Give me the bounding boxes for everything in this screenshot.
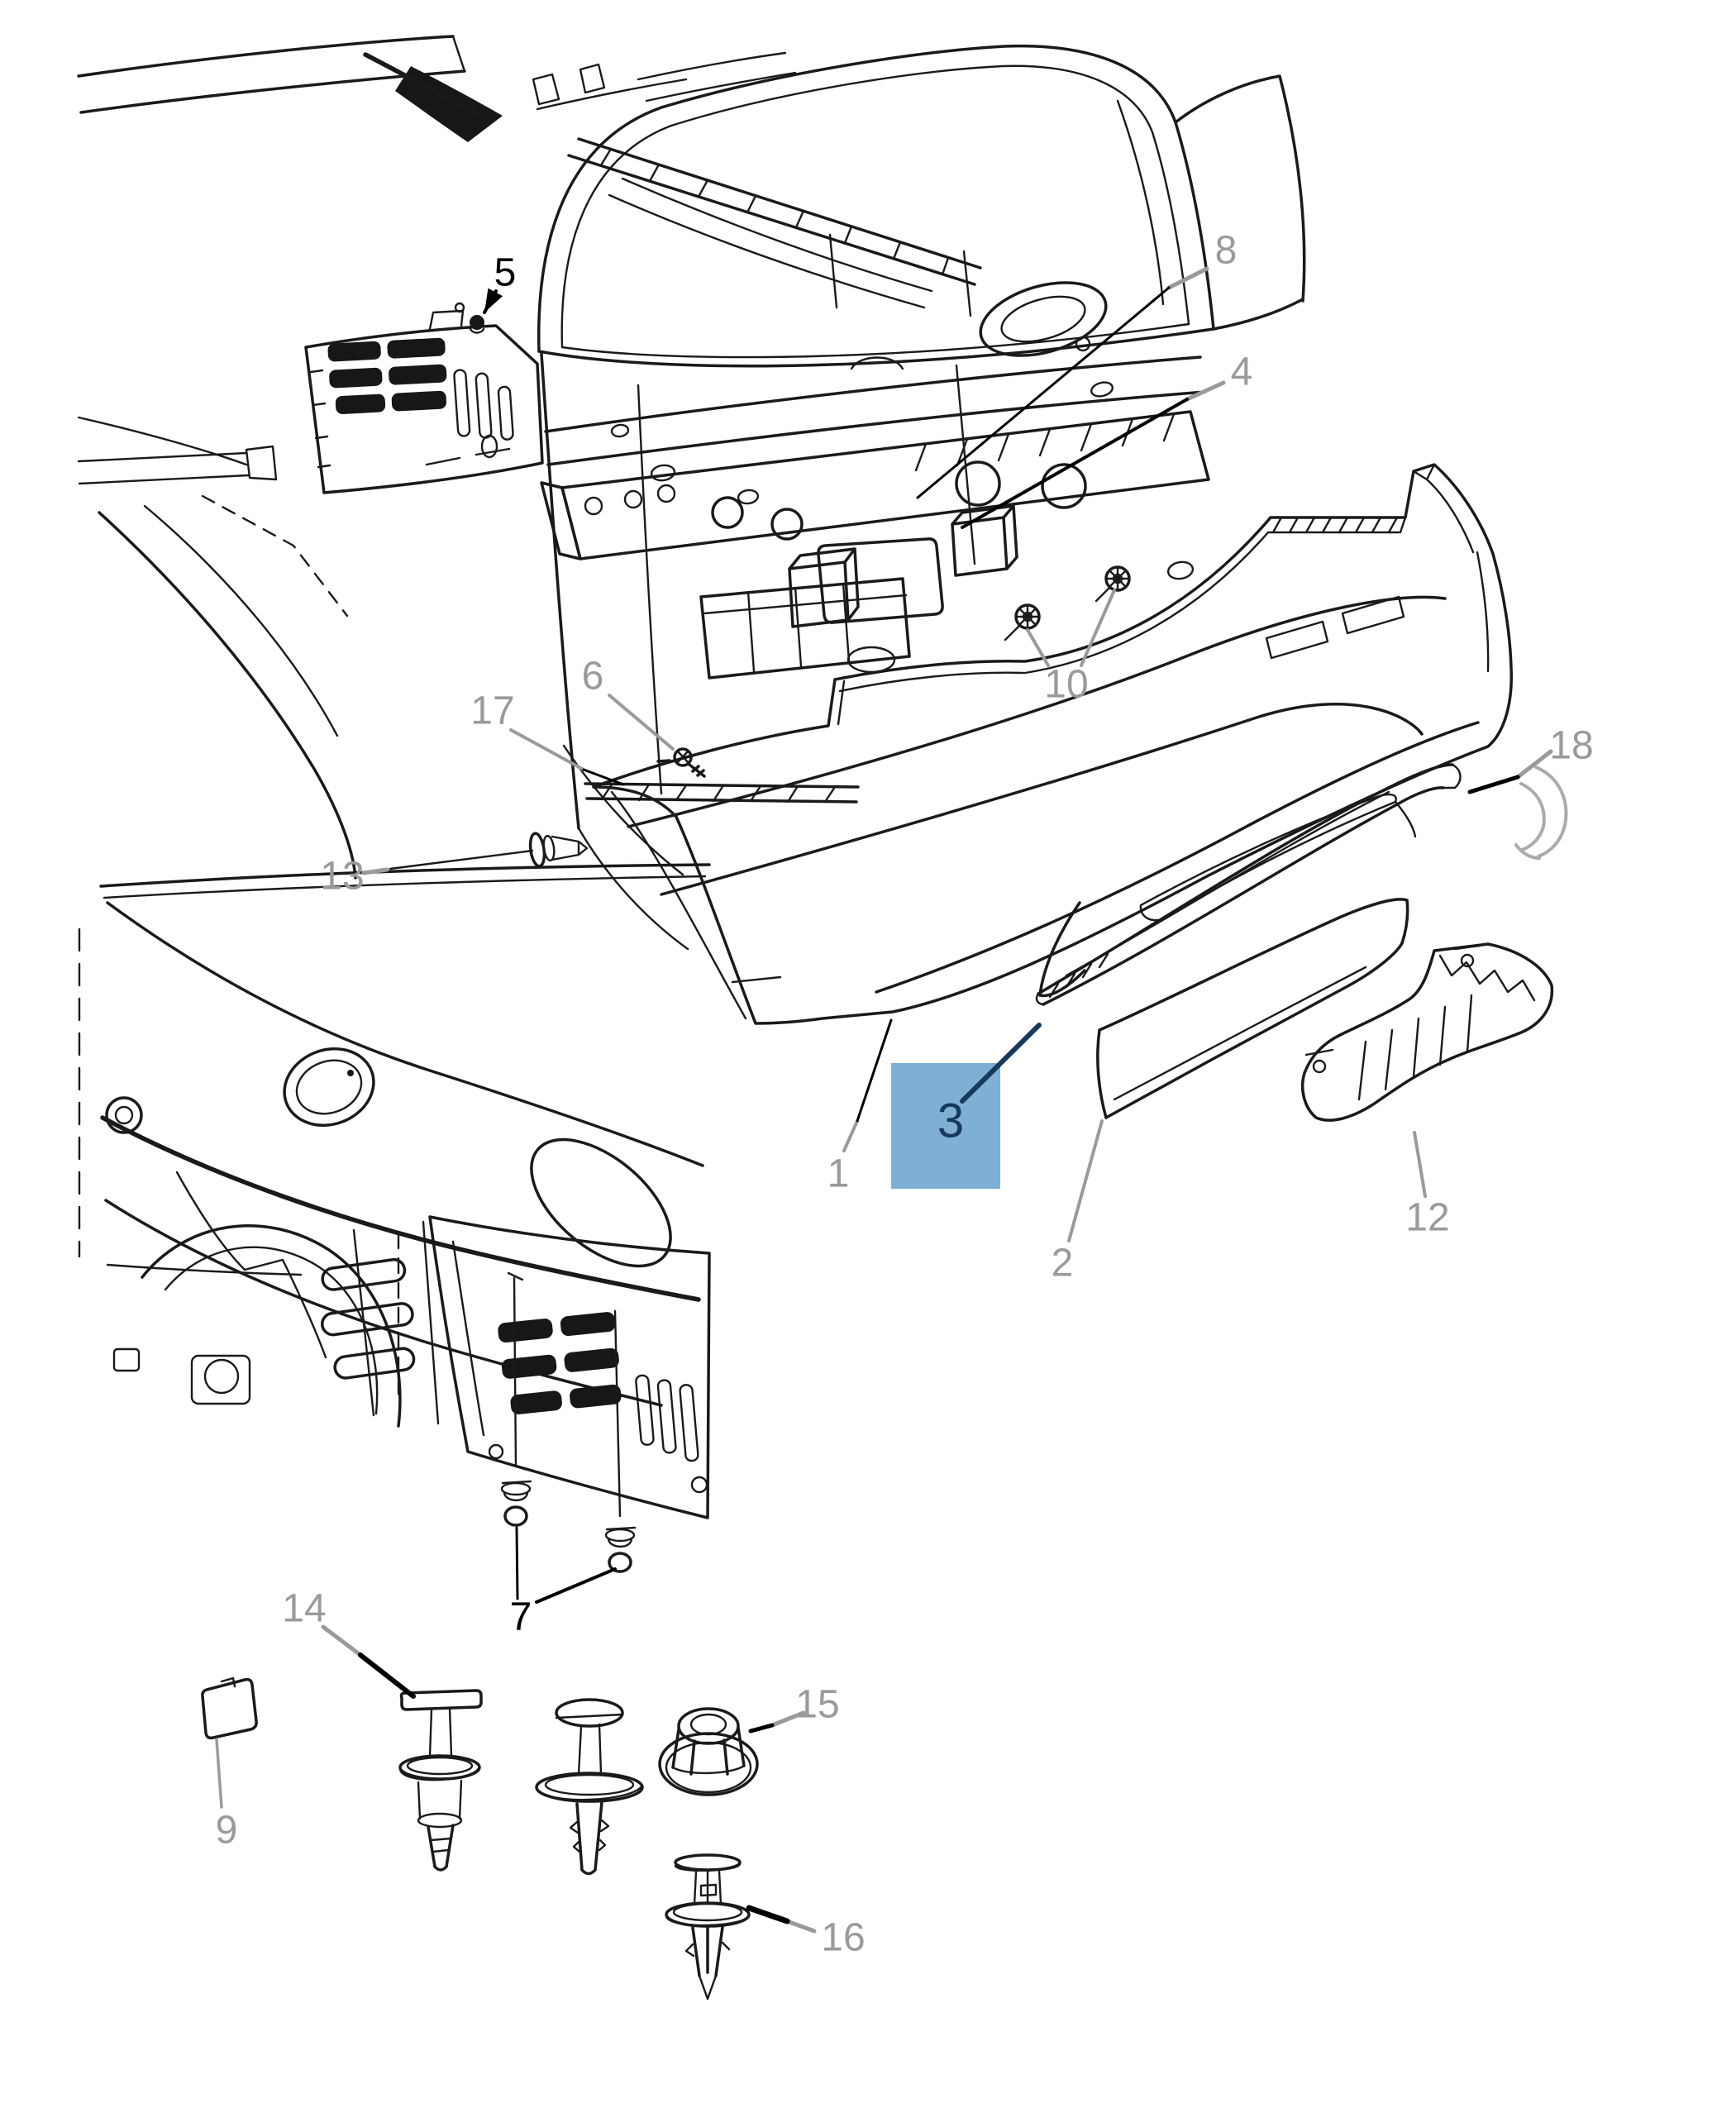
leader-line <box>1413 1131 1427 1198</box>
push-pin-a <box>500 1480 532 1527</box>
callout-number-2: 2 <box>1052 1242 1074 1285</box>
callout-14[interactable]: 14 <box>282 1587 416 1699</box>
leader-line <box>1185 380 1226 402</box>
callout-7[interactable]: 7 <box>510 1526 617 1639</box>
push-clip-14a-drawing <box>398 1689 483 1872</box>
callout-4[interactable]: 4 <box>961 351 1253 529</box>
step-pad-strip-drawing <box>1035 763 1462 1006</box>
screws-10-drawing <box>1004 565 1131 641</box>
leader-line <box>321 1624 363 1657</box>
callout-number-12: 12 <box>1405 1196 1449 1240</box>
callout-17[interactable]: 17 <box>470 689 625 786</box>
leader-line <box>916 286 1171 499</box>
callout-number-10: 10 <box>1044 663 1088 707</box>
callout-number-17: 17 <box>470 689 514 733</box>
callout-10[interactable]: 10 <box>1026 589 1116 707</box>
push-pin-b <box>604 1526 637 1573</box>
callout-13[interactable]: 13 <box>320 855 389 899</box>
quarter-panel-view-drawing <box>78 863 711 1573</box>
callout-number-14: 14 <box>282 1587 326 1631</box>
callout-number-1: 1 <box>827 1152 850 1196</box>
callout-6[interactable]: 6 <box>582 655 675 751</box>
flange-nut-15-drawing <box>658 1707 759 1796</box>
clip-5-stud <box>469 315 485 334</box>
leader-line <box>1467 775 1520 794</box>
callout-number-8: 8 <box>1215 229 1238 273</box>
absorber-bracket-drawing <box>1300 942 1554 1122</box>
leader-line <box>842 1119 859 1152</box>
leader-line <box>770 1710 806 1728</box>
screw-6-drawing <box>656 747 706 778</box>
leader-line <box>1080 589 1116 667</box>
lower-valance-drawing <box>1096 898 1409 1119</box>
rivet-13-drawing <box>389 832 589 870</box>
clip-hole-dot <box>454 302 465 313</box>
rear-fascia-drawing <box>584 463 1513 1025</box>
leader-arrowhead <box>484 288 503 312</box>
leader-line <box>960 1023 1042 1104</box>
callout-number-6: 6 <box>582 655 604 699</box>
callout-number-15: 15 <box>795 1683 839 1727</box>
callout-number-9: 9 <box>216 1809 238 1853</box>
leader-line <box>582 768 625 786</box>
bumper-impact-bar-drawing <box>540 410 1210 680</box>
callout-15[interactable]: 15 <box>748 1683 840 1734</box>
callout-number-4: 4 <box>1231 351 1253 394</box>
callout-number-18: 18 <box>1549 724 1593 768</box>
leader-line <box>535 1567 617 1604</box>
leader-line <box>509 728 585 771</box>
callout-5[interactable]: 5 <box>477 251 516 317</box>
callout-3[interactable]: 3 <box>891 1023 1042 1189</box>
push-rivet-16-drawing <box>665 1853 751 2001</box>
leader-line <box>358 1653 416 1699</box>
leader-line <box>1067 1119 1104 1242</box>
pillar-vent-shield-drawing <box>304 302 544 494</box>
callout-18[interactable]: 18 <box>1467 724 1594 794</box>
callout-16[interactable]: 16 <box>746 1905 866 1960</box>
leader-line <box>361 867 389 875</box>
callout-1[interactable]: 1 <box>827 1018 893 1196</box>
exhaust-bezel-phantom-drawing <box>1514 765 1568 860</box>
leader-line <box>748 1723 775 1734</box>
callout-9[interactable]: 9 <box>215 1738 238 1853</box>
leader-line <box>746 1905 790 1924</box>
callout-number-5: 5 <box>494 251 517 295</box>
callout-number-13: 13 <box>320 855 364 899</box>
leader-line <box>1166 266 1209 290</box>
leader-line <box>215 1738 223 1809</box>
callout-2[interactable]: 2 <box>1052 1119 1104 1285</box>
callout-8[interactable]: 8 <box>916 229 1238 499</box>
leader-line <box>785 1919 817 1934</box>
push-clip-14b-drawing <box>535 1698 644 1876</box>
leader-line <box>1515 749 1553 780</box>
rear-body-structure-drawing <box>77 35 1306 951</box>
callout-12[interactable]: 12 <box>1405 1131 1450 1240</box>
leader-line <box>856 1018 893 1123</box>
leader-line <box>961 398 1189 529</box>
callout-number-3: 3 <box>937 1095 964 1148</box>
callout-number-7: 7 <box>510 1595 532 1639</box>
leader-line <box>608 694 675 751</box>
tow-hook-cover-9-drawing <box>201 1676 258 1740</box>
callout-number-16: 16 <box>821 1916 865 1960</box>
leader-line <box>1026 628 1050 667</box>
